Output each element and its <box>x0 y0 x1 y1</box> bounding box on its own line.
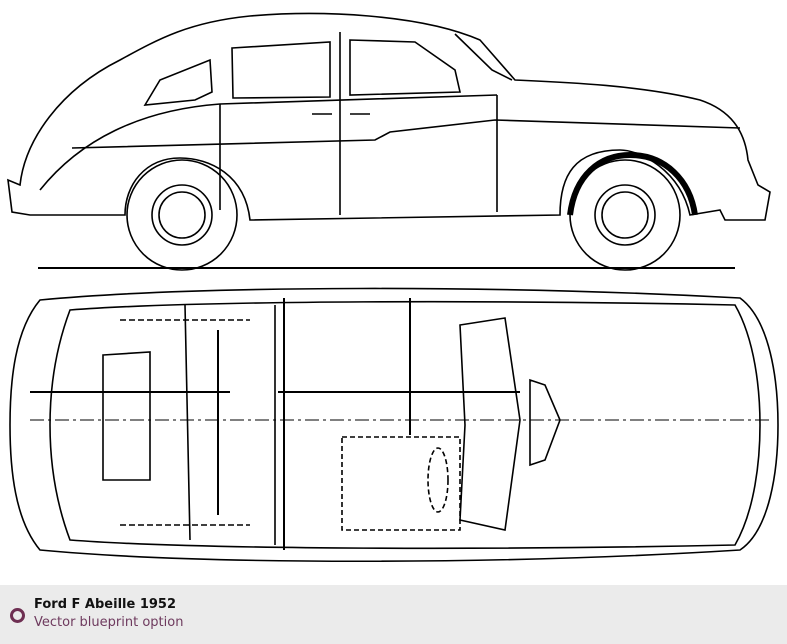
side-view <box>7 12 771 271</box>
caption-subtitle: Vector blueprint option <box>34 615 184 630</box>
top-view <box>9 287 779 563</box>
car-blueprint-drawing <box>7 12 779 563</box>
ring-bullet-icon <box>10 608 25 623</box>
caption-title: Ford F Abeille 1952 <box>34 597 177 612</box>
caption-bar: Ford F Abeille 1952 Vector blueprint opt… <box>0 585 787 644</box>
